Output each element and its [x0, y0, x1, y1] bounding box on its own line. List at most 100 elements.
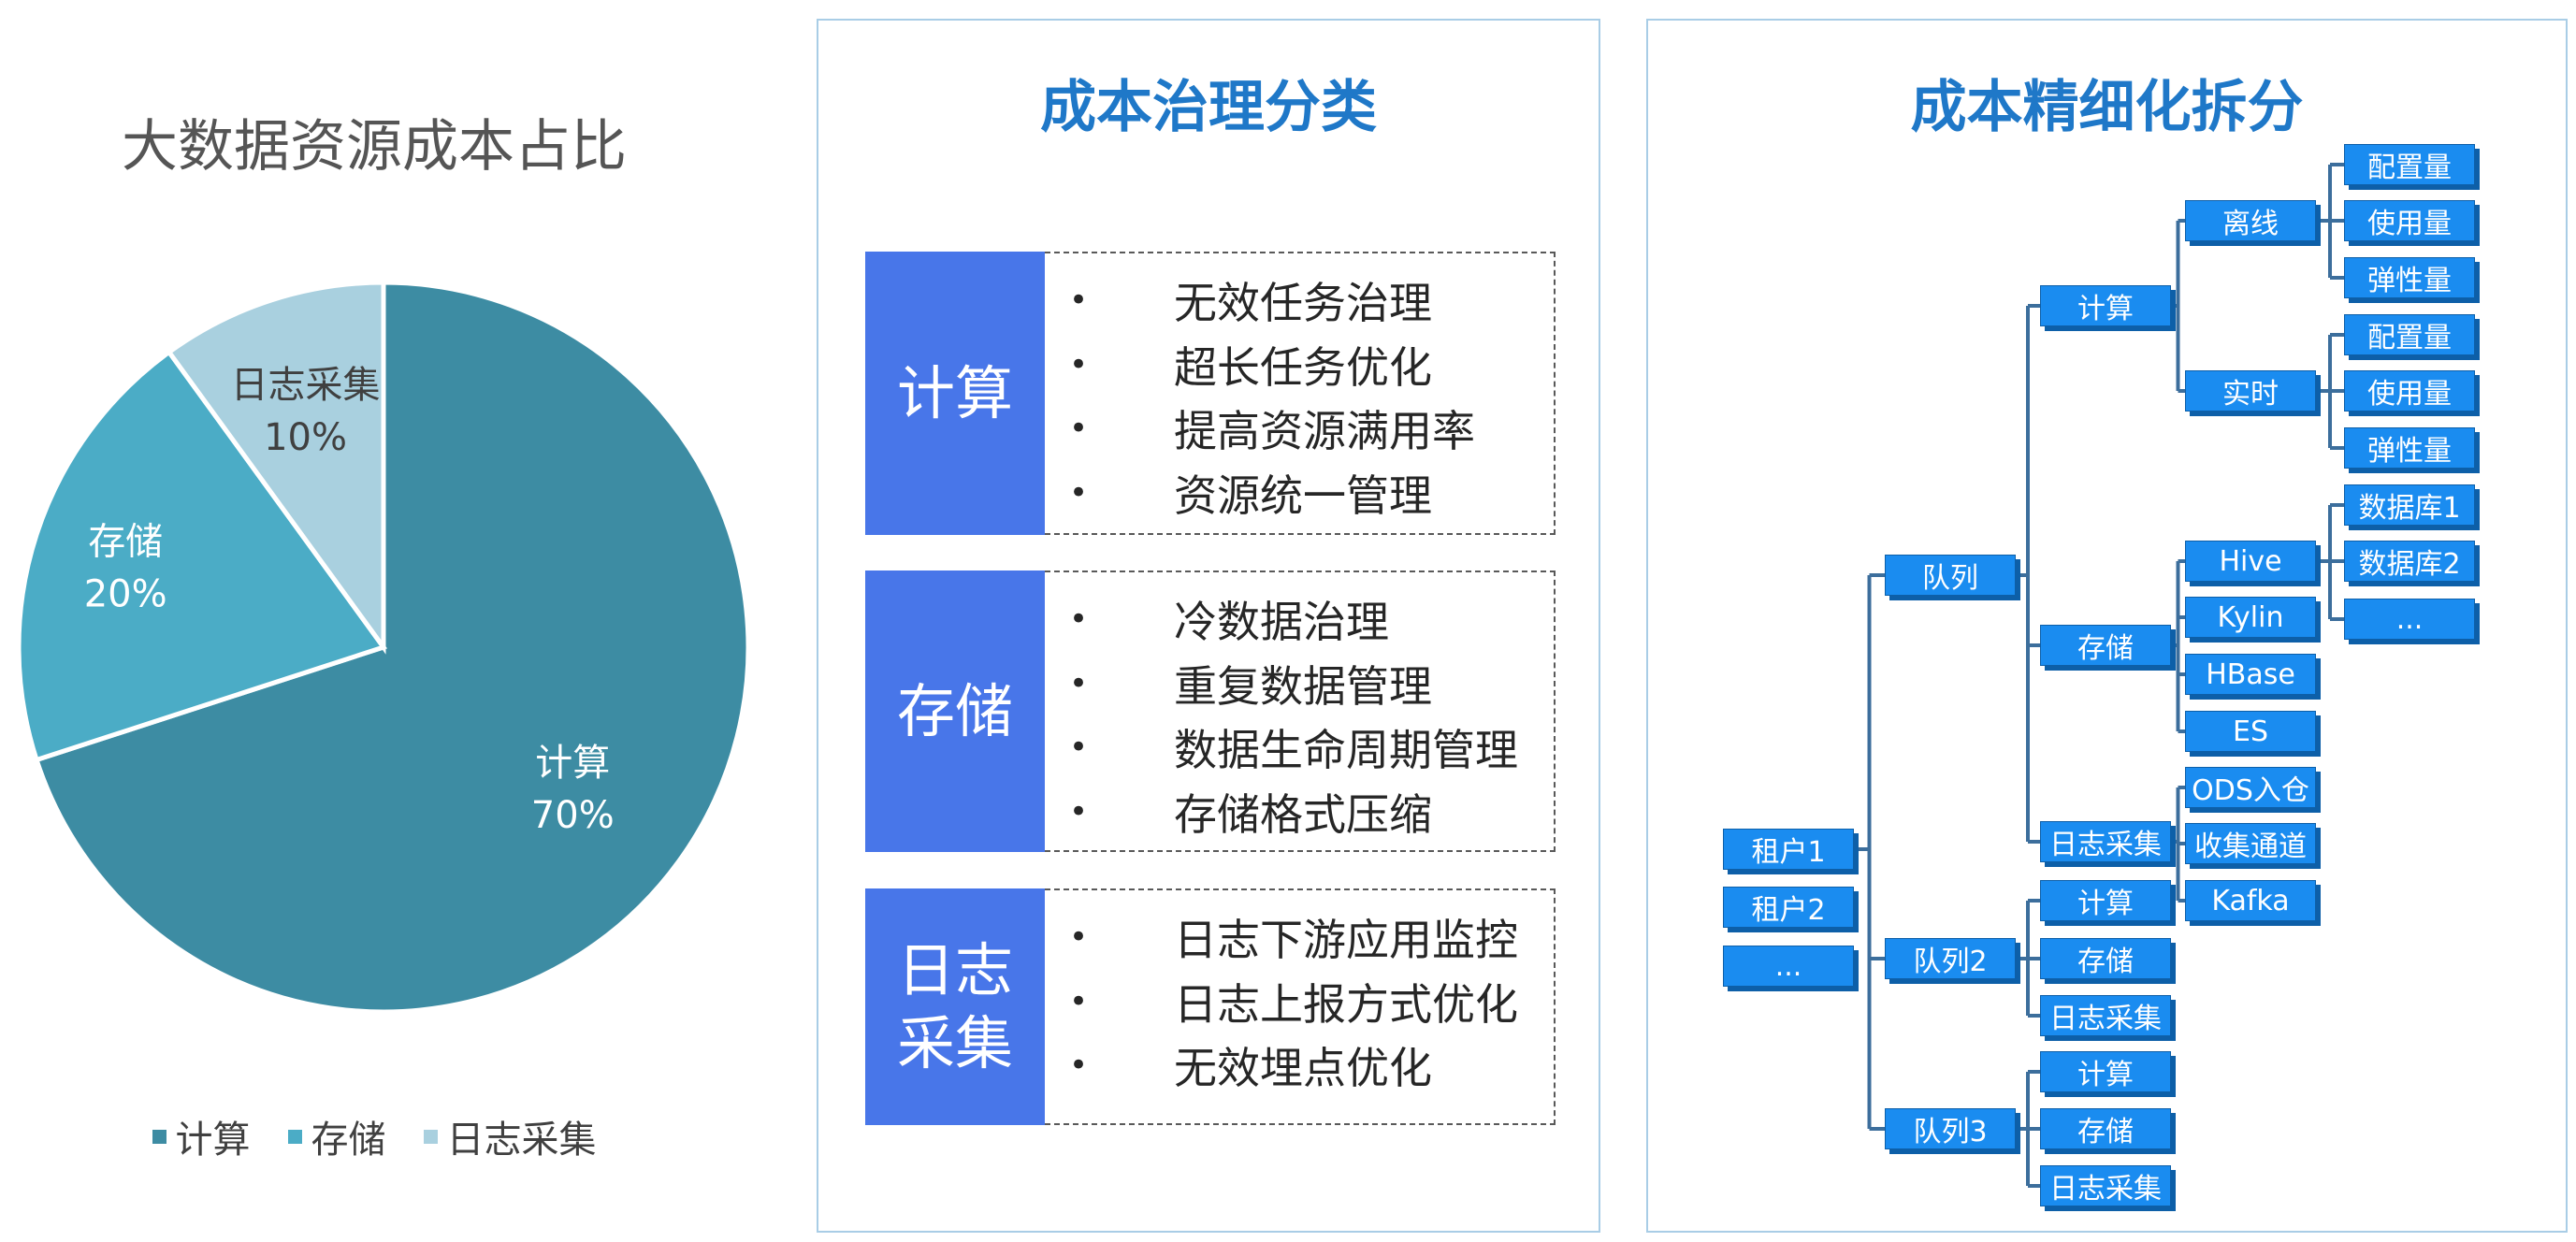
bullet-icon: •	[1068, 792, 1089, 830]
legend-label: 计算	[175, 1119, 251, 1162]
storage-engine-node: Hive	[2185, 541, 2316, 582]
log-channel-node: ODS入仓	[2185, 767, 2316, 808]
log-channel-node: 收集通道	[2185, 823, 2316, 864]
legend-swatch	[152, 1129, 166, 1144]
governance-item-list: • 无效任务治理 • 超长任务优化 • 提高资源满用率 • 资源统一管理	[1045, 252, 1556, 535]
pie-slice-0	[33, 280, 751, 1015]
bullet-icon: •	[1068, 918, 1089, 956]
pie-slice-percent: 20%	[84, 572, 167, 615]
storage-engine-node: HBase	[2185, 654, 2316, 695]
legend-item: 存储	[287, 1109, 386, 1163]
tenant-node: 租户2	[1723, 887, 1854, 928]
pie-slice-2	[166, 280, 386, 655]
governance-item-label: 数据生命周期管理	[1174, 725, 1518, 775]
governance-item: • 冷数据治理	[1045, 587, 1554, 651]
database-node: 数据库1	[2344, 484, 2475, 526]
resource-node: 存储	[2040, 1108, 2171, 1149]
resource-node: 存储	[2040, 938, 2171, 979]
pie-slice-label: 日志采集	[231, 364, 381, 407]
legend-item: 计算	[152, 1109, 251, 1163]
cost-governance-panel: 成本治理分类 计算•无效任务治理•超长任务优化•提高资源满用率•资源统一管理存储…	[817, 19, 1600, 1233]
governance-item-label: 日志下游应用监控	[1174, 915, 1518, 965]
governance-item-label: 无效任务治理	[1174, 278, 1432, 328]
governance-item-label: 超长任务优化	[1174, 341, 1432, 393]
governance-item: • 数据生命周期管理	[1045, 715, 1554, 779]
bullet-icon: •	[1068, 410, 1089, 447]
governance-item-label: 日志上报方式优化	[1174, 978, 1518, 1030]
bullet-icon: •	[1068, 982, 1089, 1020]
governance-item-label: 冷数据治理	[1174, 597, 1389, 647]
governance-section: 日志 采集 • 日志下游应用监控 • 日志上报方式优化 • 无效埋点优化	[865, 888, 1556, 1125]
storage-engine-node: Kylin	[2185, 597, 2316, 638]
log-channel-node: Kafka	[2185, 880, 2316, 921]
governance-item-label: 无效埋点优化	[1174, 1043, 1432, 1093]
governance-item-label: 资源统一管理	[1174, 469, 1432, 521]
governance-section-head: 日志 采集	[865, 888, 1045, 1125]
breakdown-tree-lines	[1854, 163, 2344, 1188]
resource-node: 日志采集	[2040, 995, 2171, 1036]
governance-section: 存储 • 冷数据治理 • 重复数据管理 • 数据生命周期管理 • 存储格式压缩	[865, 570, 1556, 852]
governance-section: 计算 • 无效任务治理 • 超长任务优化 • 提高资源满用率 • 资源统一管理	[865, 252, 1556, 535]
governance-title: 成本治理分类	[1040, 75, 1377, 140]
pie-slice-label: 存储	[88, 520, 163, 563]
governance-item: • 无效埋点优化	[1045, 1033, 1554, 1097]
bullet-icon: •	[1068, 345, 1089, 383]
database-node: ...	[2344, 599, 2475, 640]
governance-item-label: 存储格式压缩	[1174, 788, 1432, 840]
breakdown-title: 成本精细化拆分	[1910, 75, 2304, 140]
governance-item: • 重复数据管理	[1045, 652, 1554, 715]
legend-swatch	[287, 1129, 302, 1144]
bullet-icon: •	[1068, 664, 1089, 702]
metric-node: 配置量	[2344, 144, 2475, 185]
metric-node: 弹性量	[2344, 257, 2475, 298]
resource-node: 计算	[2040, 1051, 2171, 1092]
metric-node: 弹性量	[2344, 427, 2475, 469]
metric-node: 使用量	[2344, 200, 2475, 241]
pie-chart: 计算 70% 存储 20% 日志采集 10%	[16, 280, 751, 1015]
governance-item: • 提高资源满用率	[1045, 397, 1554, 460]
resource-node: 日志采集	[2040, 821, 2171, 862]
resource-node: 存储	[2040, 625, 2171, 666]
governance-item-label: 重复数据管理	[1174, 660, 1432, 712]
resource-node: 日志采集	[2040, 1165, 2171, 1206]
governance-item-list: • 冷数据治理 • 重复数据管理 • 数据生命周期管理 • 存储格式压缩	[1045, 570, 1556, 852]
queue-node: 队列2	[1885, 938, 2016, 979]
governance-item: • 资源统一管理	[1045, 461, 1554, 525]
governance-item: • 日志上报方式优化	[1045, 970, 1554, 1033]
database-node: 数据库2	[2344, 541, 2475, 582]
bullet-icon: •	[1068, 282, 1089, 319]
bullet-icon: •	[1068, 729, 1089, 766]
bullet-icon: •	[1068, 473, 1089, 512]
governance-item-label: 提高资源满用率	[1174, 406, 1475, 456]
pie-slice-percent: 10%	[264, 416, 347, 459]
resource-node: 计算	[2040, 880, 2171, 921]
compute-type-node: 实时	[2185, 370, 2316, 412]
governance-item-list: • 日志下游应用监控 • 日志上报方式优化 • 无效埋点优化	[1045, 888, 1556, 1125]
governance-item: • 存储格式压缩	[1045, 780, 1554, 844]
governance-section-head: 计算	[865, 252, 1045, 535]
pie-slice-1	[16, 348, 388, 763]
governance-section-head: 存储	[865, 570, 1045, 852]
pie-slice-percent: 70%	[531, 794, 615, 837]
metric-node: 配置量	[2344, 314, 2475, 355]
bullet-icon: •	[1068, 1047, 1089, 1084]
compute-type-node: 离线	[2185, 200, 2316, 241]
pie-legend: 计算 存储 日志采集	[0, 1109, 748, 1163]
governance-item: • 超长任务优化	[1045, 333, 1554, 397]
legend-label: 存储	[311, 1119, 386, 1162]
legend-label: 日志采集	[446, 1119, 597, 1162]
legend-item: 日志采集	[423, 1109, 597, 1163]
tenant-node: ...	[1723, 946, 1854, 987]
metric-node: 使用量	[2344, 370, 2475, 412]
pie-slice-label: 计算	[535, 742, 610, 785]
governance-item: • 日志下游应用监控	[1045, 905, 1554, 969]
resource-node: 计算	[2040, 285, 2171, 326]
governance-item: • 无效任务治理	[1045, 268, 1554, 332]
pie-chart-title: 大数据资源成本占比	[122, 114, 627, 180]
queue-node: 队列	[1885, 555, 2016, 596]
bullet-icon: •	[1068, 600, 1089, 638]
legend-swatch	[423, 1129, 438, 1144]
queue-node: 队列3	[1885, 1108, 2016, 1149]
storage-engine-node: ES	[2185, 711, 2316, 752]
